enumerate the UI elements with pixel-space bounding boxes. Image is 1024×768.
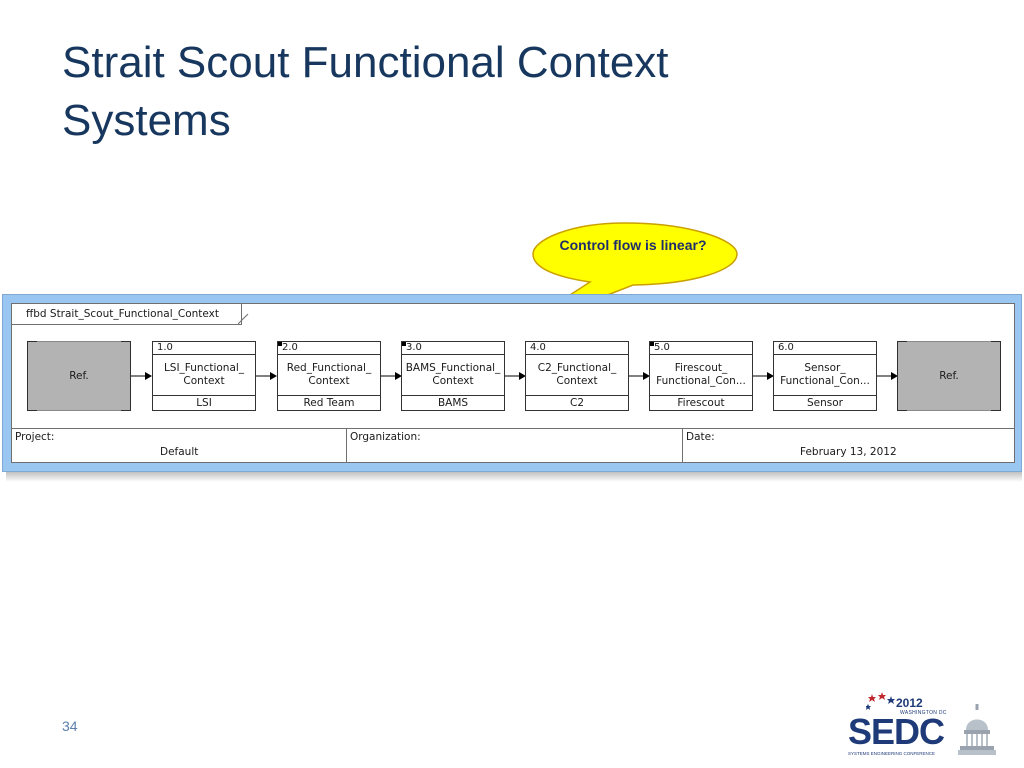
slide-title-line-1: Strait Scout Functional Context bbox=[62, 38, 669, 87]
flow-arrow bbox=[629, 369, 651, 383]
ref-end-label: Ref. bbox=[939, 370, 959, 382]
function-number: 2.0 bbox=[278, 342, 380, 355]
flow-arrow bbox=[131, 369, 153, 383]
capitol-dome-icon bbox=[958, 704, 996, 755]
organization-label: Organization: bbox=[350, 431, 421, 443]
diagram-info-row: Project: Default Organization: Date: Feb… bbox=[11, 429, 1015, 463]
function-node-4[interactable]: 4.0 C2_Functional_ Context C2 bbox=[525, 341, 629, 411]
ref-end-bracket-left bbox=[897, 341, 907, 411]
ffbd-diagram: ffbd Strait_Scout_Functional_Context Ref… bbox=[2, 294, 1022, 472]
sedc-logo: 2012 WASHINGTON DC SEDC SYSTEMS ENGINEER… bbox=[848, 690, 998, 760]
function-name-line: Red_Functional_ bbox=[286, 362, 372, 374]
project-label: Project: bbox=[15, 431, 55, 443]
page-number: 34 bbox=[62, 718, 78, 734]
ref-end-node[interactable]: Ref. bbox=[897, 341, 1001, 411]
ref-end-bracket-right bbox=[991, 341, 1001, 411]
project-value: Default bbox=[160, 446, 199, 458]
function-resource: C2 bbox=[569, 397, 584, 409]
function-number: 4.0 bbox=[526, 342, 628, 355]
function-resource: BAMS bbox=[437, 397, 469, 409]
function-name: BAMS_Functional_ Context bbox=[402, 355, 504, 396]
stars-icon bbox=[866, 692, 895, 710]
function-name-line: BAMS_Functional_ bbox=[405, 362, 501, 374]
function-node-6[interactable]: 6.0 Sensor_ Functional_Con... Sensor bbox=[773, 341, 877, 411]
ref-start-label: Ref. bbox=[69, 370, 89, 382]
flow-arrow bbox=[753, 369, 775, 383]
callout-text: Control flow is linear? bbox=[559, 237, 707, 253]
function-name-line: Sensor_ bbox=[804, 362, 846, 374]
flow-arrow bbox=[877, 369, 899, 383]
decomposed-marker-icon bbox=[278, 342, 282, 346]
logo-year: 2012 bbox=[896, 696, 923, 710]
function-name-line: Context bbox=[556, 375, 598, 387]
function-name-line: Functional_Con... bbox=[656, 375, 746, 387]
ref-start-node[interactable]: Ref. bbox=[27, 341, 131, 411]
function-name-line: Context bbox=[308, 375, 350, 387]
function-name-line: Firescout_ bbox=[674, 362, 728, 374]
function-name: Sensor_ Functional_Con... bbox=[774, 355, 876, 396]
function-name-line: Context bbox=[183, 375, 225, 387]
function-name: Red_Functional_ Context bbox=[278, 355, 380, 396]
flow-arrow bbox=[505, 369, 527, 383]
function-node-5[interactable]: 5.0 Firescout_ Functional_Con... Firesco… bbox=[649, 341, 753, 411]
function-resource: Red Team bbox=[303, 397, 355, 409]
function-number: 6.0 bbox=[774, 342, 876, 355]
ref-start-bracket-left bbox=[27, 341, 37, 411]
logo-wordmark: SEDC bbox=[848, 711, 945, 752]
ffbd-panel: ffbd Strait_Scout_Functional_Context Ref… bbox=[11, 303, 1015, 429]
function-name-line: Context bbox=[432, 375, 474, 387]
diagram-shadow bbox=[6, 470, 1022, 482]
ffbd-tab-corner bbox=[238, 304, 250, 324]
slide-title: Strait Scout Functional Context Systems bbox=[62, 34, 962, 150]
logo-tagline: SYSTEMS ENGINEERING CONFERENCE bbox=[848, 751, 936, 756]
flow-arrow bbox=[256, 369, 278, 383]
ffbd-tab-label: ffbd Strait_Scout_Functional_Context bbox=[12, 304, 242, 325]
slide-title-line-2: Systems bbox=[62, 96, 231, 145]
logo-city: WASHINGTON DC bbox=[900, 710, 947, 716]
decomposed-marker-icon bbox=[650, 342, 654, 346]
function-name-line: Functional_Con... bbox=[780, 375, 870, 387]
function-name-line: LSI_Functional_ bbox=[163, 362, 245, 374]
function-resource: Firescout bbox=[677, 397, 725, 409]
ref-start-bracket-right bbox=[121, 341, 131, 411]
date-label: Date: bbox=[686, 431, 715, 443]
function-name: C2_Functional_ Context bbox=[526, 355, 628, 396]
function-name-line: C2_Functional_ bbox=[537, 362, 617, 374]
function-number: 1.0 bbox=[153, 342, 255, 355]
function-number: 3.0 bbox=[402, 342, 504, 355]
organization-cell: Organization: bbox=[347, 429, 683, 462]
decomposed-marker-icon bbox=[402, 342, 406, 346]
function-number: 5.0 bbox=[650, 342, 752, 355]
function-node-2[interactable]: 2.0 Red_Functional_ Context Red Team bbox=[277, 341, 381, 411]
function-node-3[interactable]: 3.0 BAMS_Functional_ Context BAMS bbox=[401, 341, 505, 411]
function-name: Firescout_ Functional_Con... bbox=[650, 355, 752, 396]
date-cell: Date: February 13, 2012 bbox=[683, 429, 1014, 462]
project-cell: Project: Default bbox=[12, 429, 347, 462]
date-value: February 13, 2012 bbox=[800, 446, 897, 458]
function-resource: Sensor bbox=[807, 397, 843, 409]
function-node-1[interactable]: 1.0 LSI_Functional_ Context LSI bbox=[152, 341, 256, 411]
function-resource: LSI bbox=[196, 397, 212, 409]
function-name: LSI_Functional_ Context bbox=[153, 355, 255, 396]
flow-arrow bbox=[381, 369, 403, 383]
